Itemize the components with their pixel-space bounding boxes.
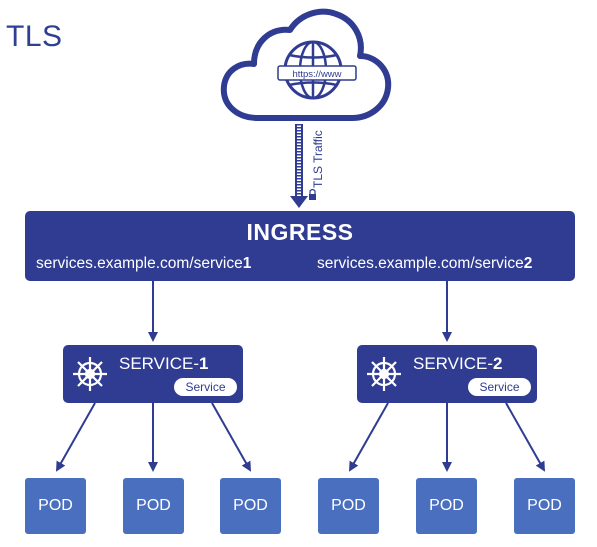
tls-traffic-arrow <box>290 124 308 208</box>
pod-1: POD <box>25 478 86 534</box>
service-2-name: SERVICE-2 <box>413 354 502 374</box>
ingress-path-1: services.example.com/service1 <box>36 255 251 273</box>
kubernetes-helm-icon <box>73 357 107 391</box>
pod-2: POD <box>123 478 184 534</box>
pod-3: POD <box>220 478 281 534</box>
service-1-badge: Service <box>174 378 237 396</box>
ingress-path-2: services.example.com/service2 <box>317 255 532 273</box>
service-1-name-prefix: SERVICE- <box>119 354 199 373</box>
service-1-name-suffix: 1 <box>199 354 209 373</box>
ingress-path-1-prefix: services.example.com/service <box>36 255 243 272</box>
lock-icon <box>309 188 316 200</box>
ingress-box: INGRESS services.example.com/service1 se… <box>25 211 575 281</box>
service-1-to-pod-1-arrow <box>56 402 96 472</box>
url-label: https://www <box>292 69 341 80</box>
service-2-name-suffix: 2 <box>493 354 503 373</box>
diagram-title: TLS <box>6 20 63 53</box>
pod-5: POD <box>416 478 477 534</box>
service-2-box: SERVICE-2 Service <box>357 345 537 403</box>
service-2-name-prefix: SERVICE- <box>413 354 493 373</box>
service-1-name: SERVICE-1 <box>119 354 208 374</box>
service-2-to-pod-6-arrow <box>505 402 545 472</box>
ingress-path-1-suffix: 1 <box>242 255 252 272</box>
service-1-box: SERVICE-1 Service <box>63 345 243 403</box>
tls-traffic-label: TLS Traffic <box>311 130 325 188</box>
ingress-path-2-prefix: services.example.com/service <box>317 255 524 272</box>
service-2-badge: Service <box>468 378 531 396</box>
kubernetes-helm-icon <box>367 357 401 391</box>
url-box <box>277 65 357 81</box>
pod-4: POD <box>318 478 379 534</box>
ingress-path-2-suffix: 2 <box>523 255 533 272</box>
pod-6: POD <box>514 478 575 534</box>
ingress-title: INGRESS <box>246 219 354 245</box>
service-1-to-pod-3-arrow <box>211 402 251 472</box>
service-2-to-pod-4-arrow <box>349 402 389 472</box>
